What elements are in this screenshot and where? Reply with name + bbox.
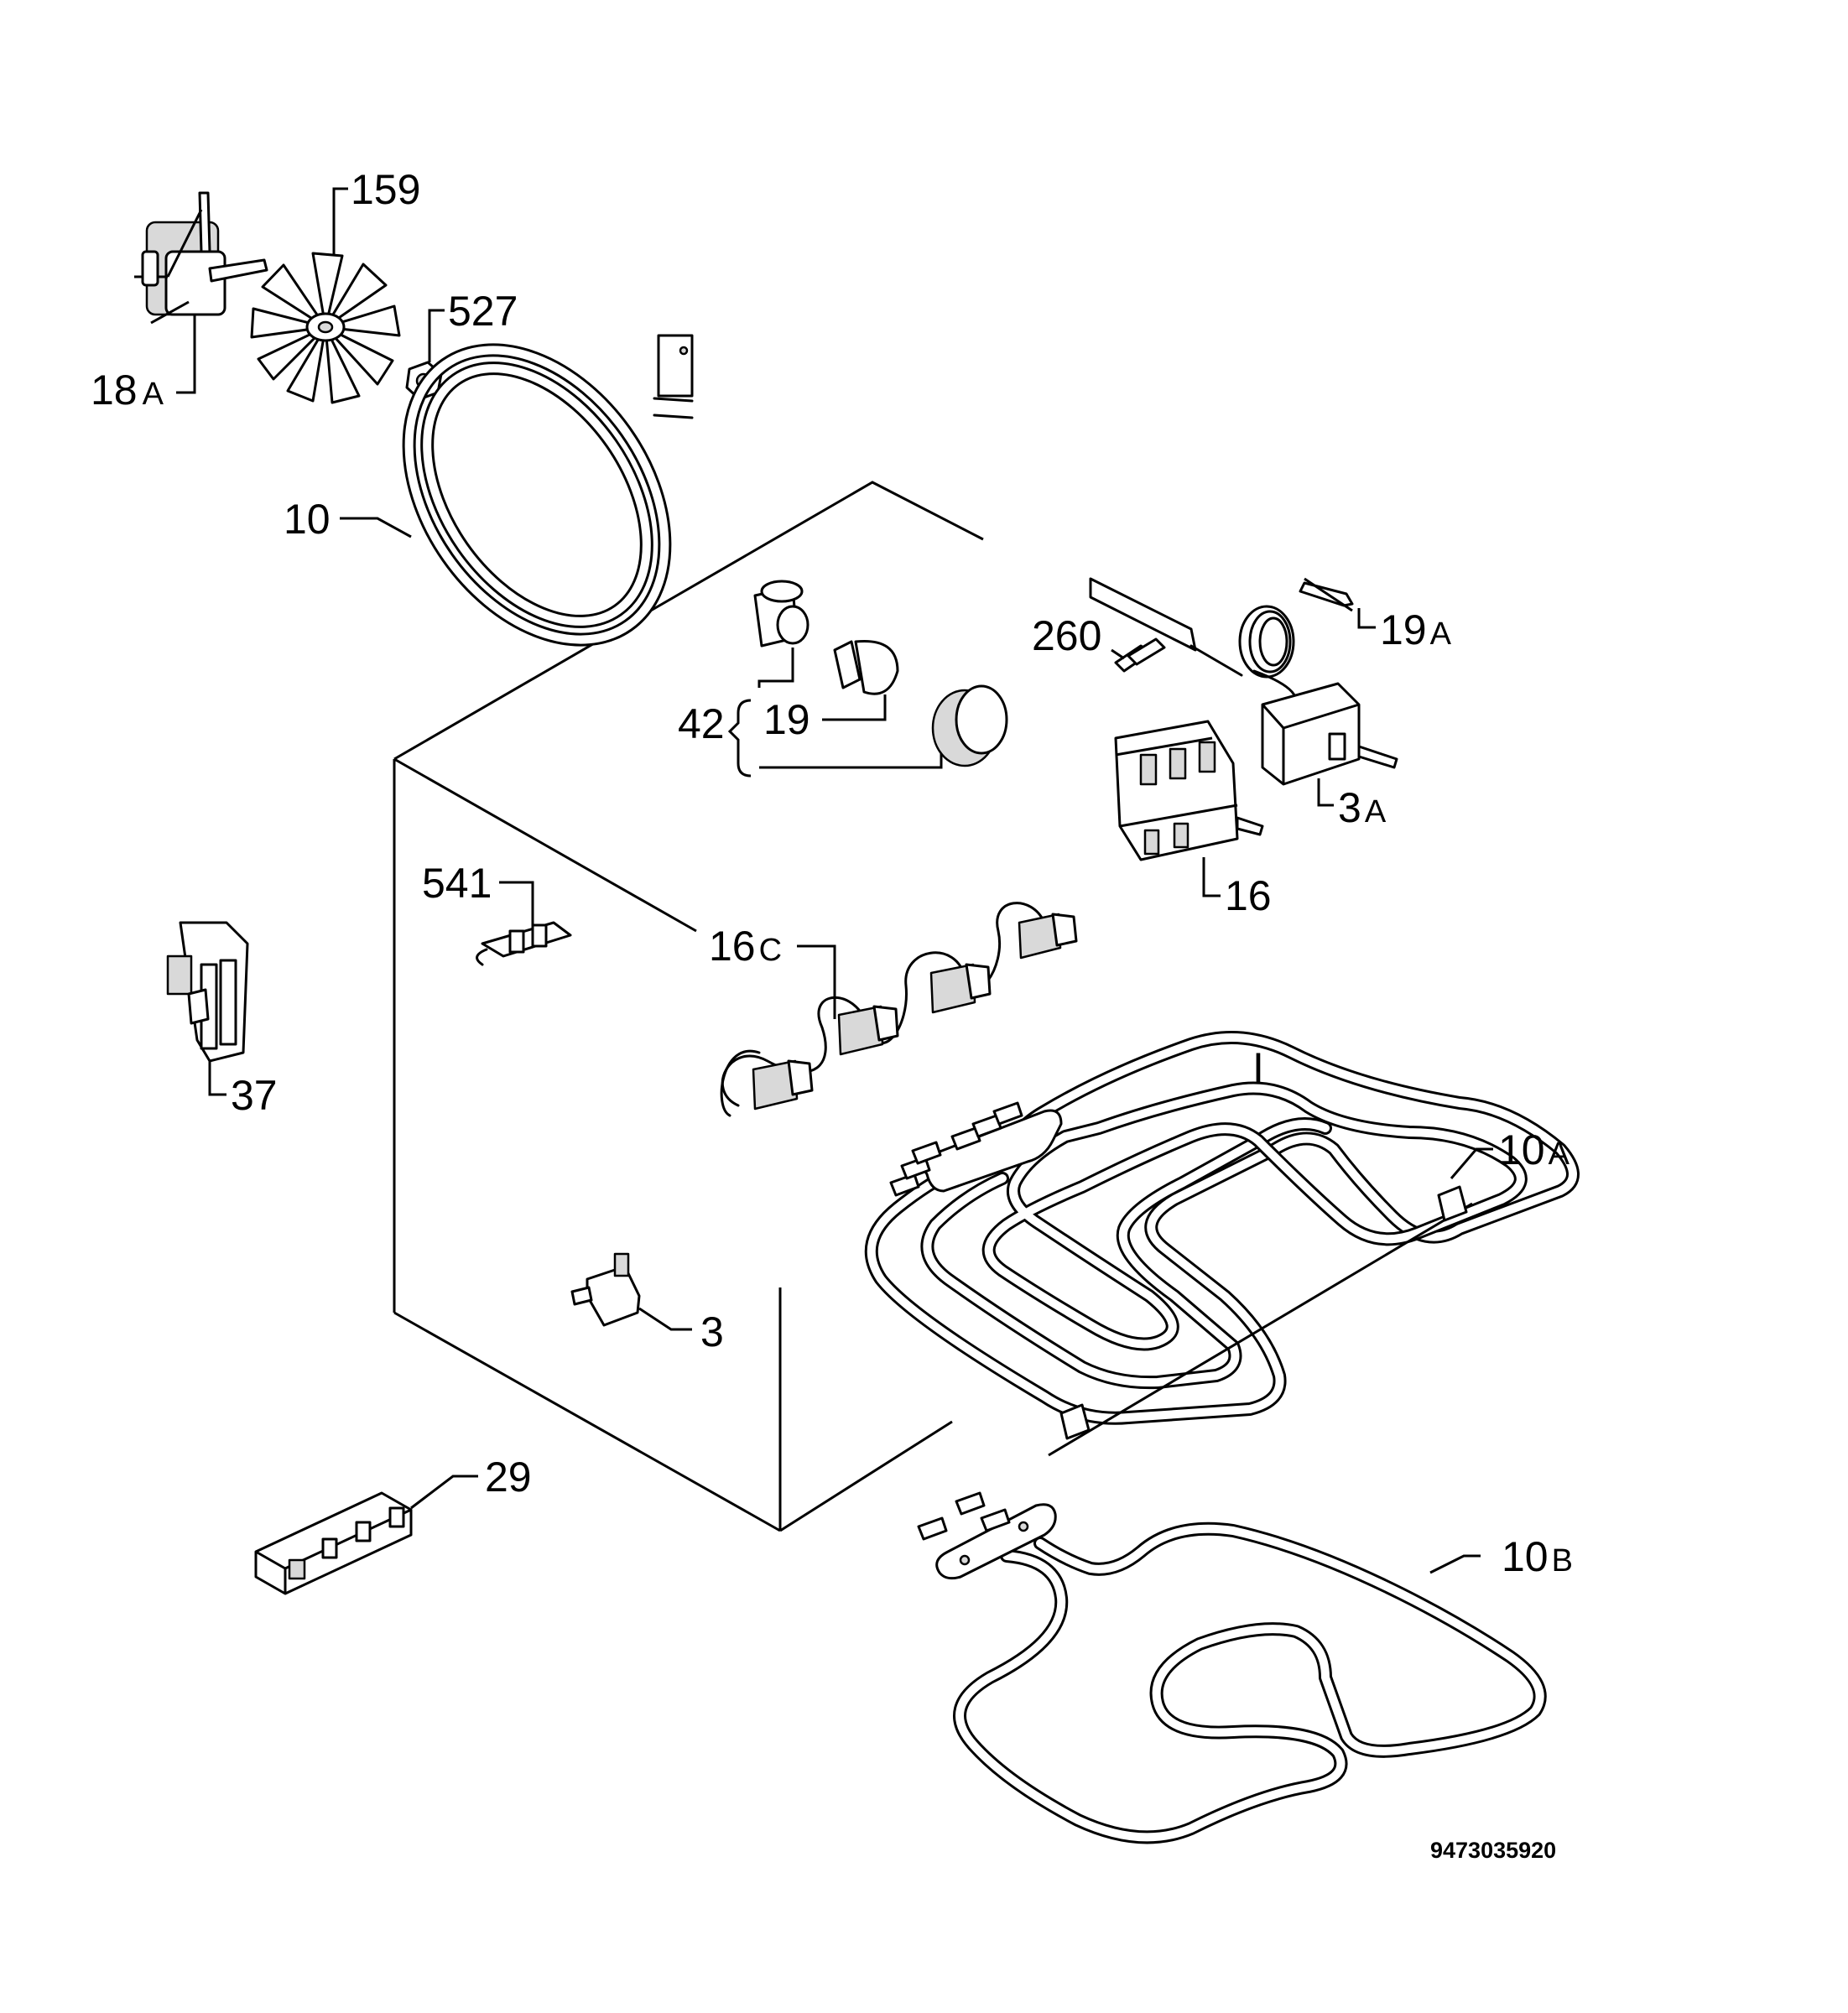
fan-motor-18a xyxy=(134,191,268,325)
document-number: 9473035920 xyxy=(1430,1838,1556,1863)
thermostat-3a xyxy=(1089,577,1398,786)
leader-16 xyxy=(1202,857,1221,897)
lamp-bulb-19 xyxy=(833,639,899,695)
label-3: 3 xyxy=(700,1308,724,1355)
label-19: 19 xyxy=(763,696,810,743)
grill-element-10a xyxy=(864,1031,1580,1457)
leader-10 xyxy=(340,517,412,538)
leader-42-cover xyxy=(759,753,943,769)
leader-159 xyxy=(332,187,348,256)
fan-blade-159 xyxy=(250,252,401,404)
bottom-element-10b xyxy=(917,1491,1547,1844)
leader-10a xyxy=(1450,1147,1493,1179)
lamp-glass-cover xyxy=(931,684,1008,767)
label-29: 29 xyxy=(485,1454,532,1501)
leader-527 xyxy=(428,309,445,362)
lamp-holder xyxy=(753,580,809,648)
leader-541 xyxy=(499,881,534,927)
label-260: 260 xyxy=(1032,612,1101,659)
label-42: 42 xyxy=(678,700,725,747)
door-switch-37 xyxy=(166,921,249,1063)
leader-18a xyxy=(176,315,196,394)
ignition-generator-29 xyxy=(254,1491,413,1595)
leader-260 xyxy=(1111,648,1125,660)
leader-16c xyxy=(797,944,836,1019)
connector-541 xyxy=(476,921,572,966)
leader-37 xyxy=(208,1061,226,1096)
leader-19 xyxy=(822,694,887,721)
leader-42-holder xyxy=(757,648,794,688)
indicator-lamps-16c xyxy=(720,902,1078,1117)
circular-heating-element-10 xyxy=(402,334,694,647)
label-37: 37 xyxy=(231,1072,278,1119)
leader-29 xyxy=(410,1475,478,1510)
connector-260 xyxy=(1114,637,1166,673)
leader-3a xyxy=(1317,778,1334,807)
leader-3 xyxy=(638,1307,692,1331)
label-10: 10 xyxy=(284,496,331,543)
probe-19a xyxy=(1299,577,1354,612)
label-159: 159 xyxy=(351,166,420,213)
leader-10b xyxy=(1429,1554,1481,1574)
label-16: 16 xyxy=(1225,872,1272,919)
label-i: I xyxy=(1252,1044,1264,1091)
leader-19a xyxy=(1357,608,1376,629)
brace-42 xyxy=(727,699,752,778)
oven-cavity-outline xyxy=(393,481,984,1532)
thermal-cutout-3 xyxy=(570,1252,641,1327)
selector-switch-16 xyxy=(1114,720,1264,861)
label-541: 541 xyxy=(422,860,492,907)
label-527: 527 xyxy=(448,288,518,335)
